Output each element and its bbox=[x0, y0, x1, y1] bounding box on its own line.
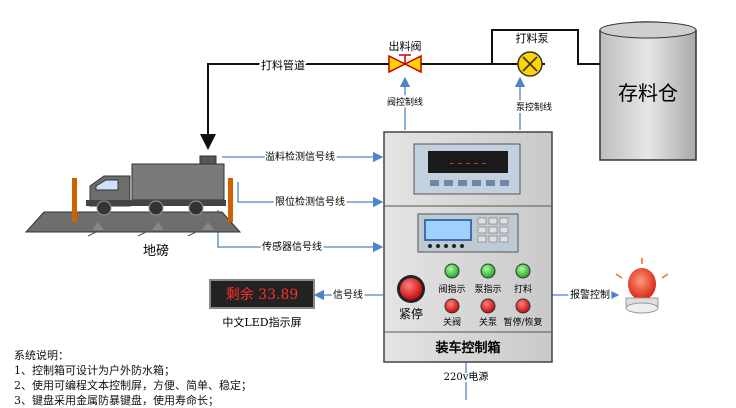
valve-indicator-lamp bbox=[444, 263, 460, 279]
alarm-signal-label: 报警控制 bbox=[570, 288, 610, 301]
pause-resume-button[interactable] bbox=[515, 298, 531, 314]
close-pump-button[interactable] bbox=[480, 298, 496, 314]
button-label-1: 关泵 bbox=[479, 316, 497, 328]
led-signal-label: 信号线 bbox=[333, 288, 363, 301]
system-notes: 系统说明： 1、控制箱可设计为户外防水箱； 2、使用可编程文本控制屏，方便、简单… bbox=[14, 348, 252, 408]
pump-indicator-lamp bbox=[480, 263, 496, 279]
led-display: 剩余 33.89 bbox=[209, 279, 315, 309]
notes-line: 3、键盘采用金属防暴键盘，使用寿命长； bbox=[14, 394, 219, 407]
alarm-light bbox=[615, 258, 669, 314]
limit-signal-label: 限位检测信号线 bbox=[275, 195, 345, 208]
feed-pipe bbox=[200, 29, 600, 150]
notes-title: 系统说明： bbox=[14, 349, 69, 362]
scale-label: 地磅 bbox=[143, 243, 169, 259]
led-text: 剩余 33.89 bbox=[226, 286, 299, 303]
button-label-0: 关阀 bbox=[443, 316, 461, 328]
svg-text:- - - - -: - - - - - bbox=[450, 156, 487, 170]
led-caption: 中文LED指示屏 bbox=[222, 315, 301, 329]
discharge-valve: 出料阀 bbox=[388, 39, 422, 74]
sensor-signal-label: 传感器信号线 bbox=[262, 240, 322, 253]
power-label: 220v电源 bbox=[444, 370, 489, 383]
close-valve-button[interactable] bbox=[444, 298, 460, 314]
silo-label: 存料仓 bbox=[618, 81, 678, 105]
pipe-label: 打料管道 bbox=[261, 58, 305, 72]
storage-silo: 存料仓 bbox=[599, 21, 697, 161]
button-label-2: 暂停/恢复 bbox=[503, 316, 542, 328]
indicator-label-2: 打料 bbox=[514, 283, 532, 295]
truck-scale bbox=[24, 178, 242, 237]
indicator-label-1: 泵指示 bbox=[474, 283, 501, 295]
emergency-stop-button[interactable] bbox=[400, 278, 422, 300]
pump: 打料泵 bbox=[516, 31, 549, 77]
estop-label: 紧停 bbox=[399, 306, 423, 321]
control-cabinet: - - - - - 紧停 阀指示 泵指示 打料 关阀 关泵 bbox=[383, 131, 553, 363]
notes-line: 1、控制箱可设计为户外防水箱； bbox=[14, 364, 175, 377]
valve-label: 出料阀 bbox=[389, 39, 422, 53]
feed-indicator-lamp bbox=[515, 263, 531, 279]
pump-signal-label: 泵控制线 bbox=[516, 101, 552, 113]
overflow-signal-label: 溢料检测信号线 bbox=[265, 150, 335, 163]
notes-line: 2、使用可编程文本控制屏，方便、简单、稳定； bbox=[14, 379, 252, 392]
truck bbox=[86, 155, 226, 216]
indicator-label-0: 阀指示 bbox=[438, 283, 465, 295]
pump-label: 打料泵 bbox=[516, 31, 549, 45]
valve-signal-label: 阀控制线 bbox=[387, 96, 423, 108]
cabinet-title: 装车控制箱 bbox=[434, 340, 500, 356]
